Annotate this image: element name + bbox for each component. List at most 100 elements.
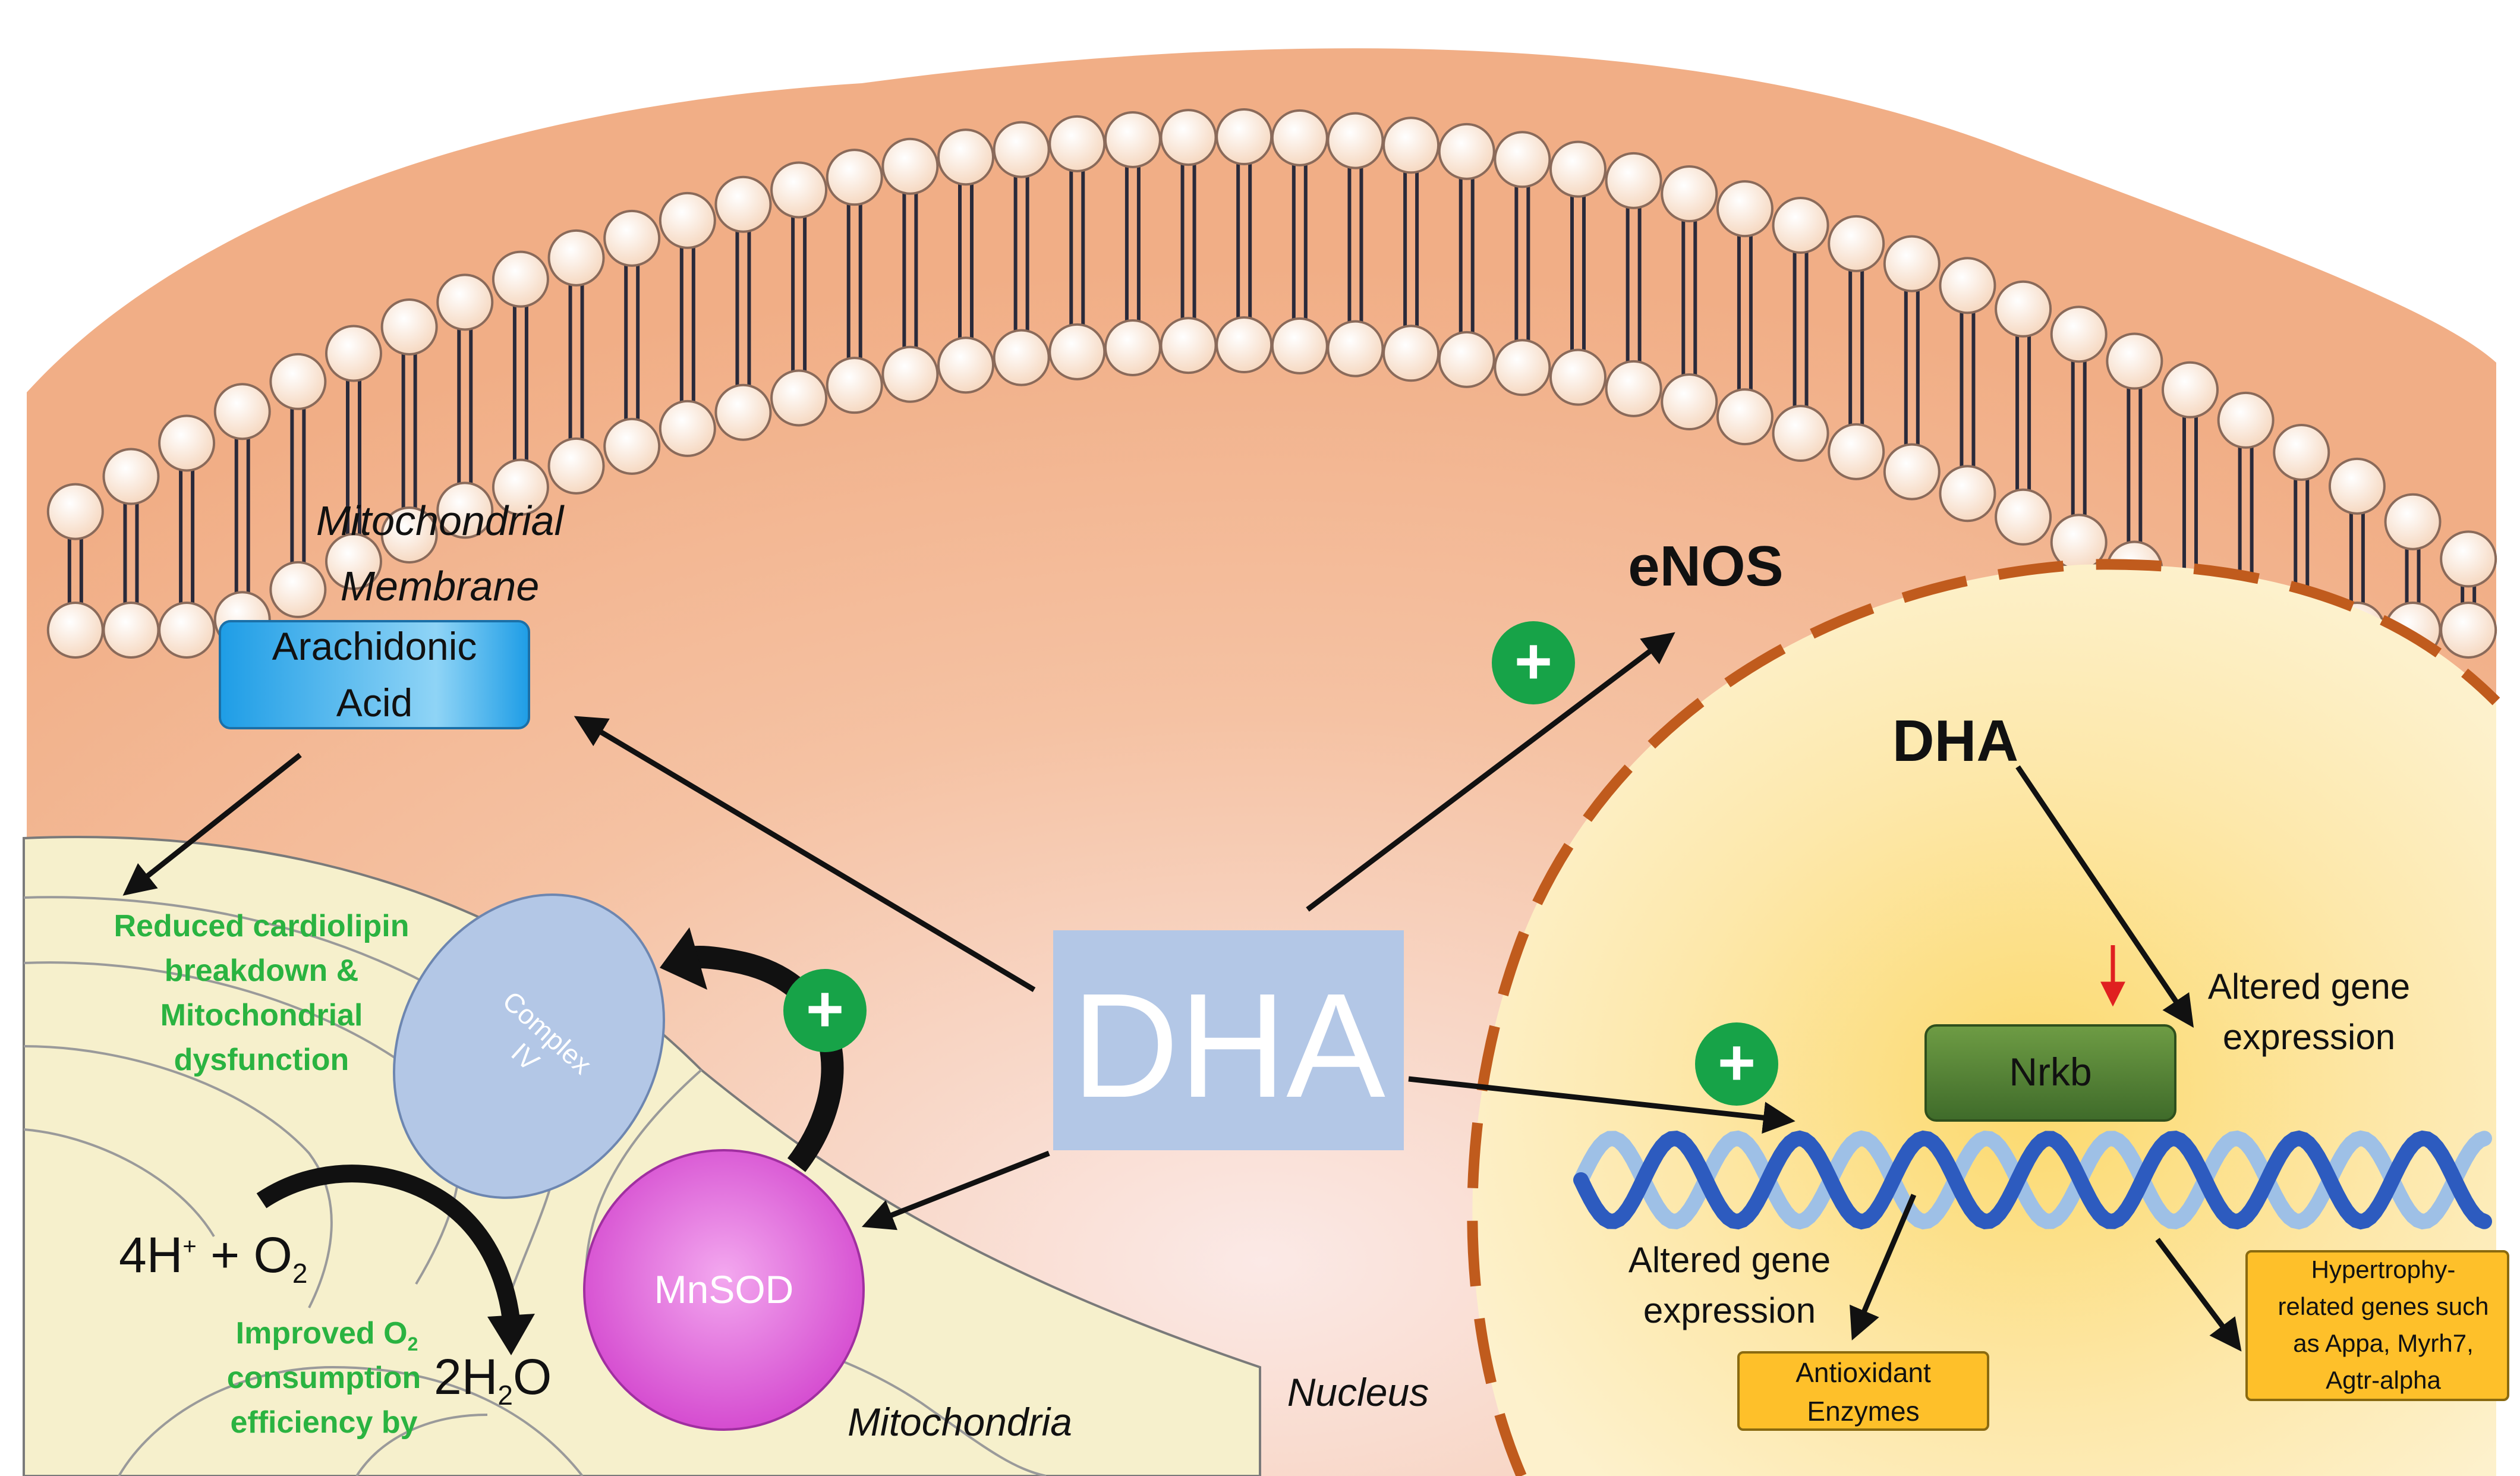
phospholipid [436, 273, 494, 539]
altered-bottom-line1: Altered gene [1628, 1240, 1831, 1280]
phospholipid [102, 448, 160, 659]
lipid-head [1327, 320, 1384, 377]
arrow-dna-to-hypertrophy [2155, 1238, 2242, 1352]
phospholipid [937, 128, 994, 394]
phospholipid [826, 149, 883, 414]
dha-main-label: DHA [1072, 962, 1385, 1128]
plus-sign-nucleus: + [1718, 1026, 1756, 1099]
lipid-head [826, 357, 883, 414]
phospholipid [714, 175, 772, 441]
lipid-head [102, 448, 160, 505]
phospholipid [770, 161, 828, 427]
phospholipid [1271, 109, 1328, 374]
lipid-head [2273, 423, 2330, 481]
phospholipid [1828, 215, 1885, 480]
lipid-head [269, 353, 327, 410]
reaction-arrow [256, 1165, 535, 1355]
lipid-head [826, 149, 883, 206]
lipid-head [1828, 423, 1885, 480]
complex-iv: Complex IV [393, 893, 665, 1199]
lipid-head [603, 417, 661, 475]
phospholipid [1215, 108, 1273, 374]
mnsod: MnSOD [583, 1149, 865, 1431]
phospholipid [1494, 131, 1551, 396]
lipid-head [2440, 602, 2497, 659]
lipid-head [1271, 317, 1328, 374]
altered-top-line1: Altered gene [2208, 967, 2410, 1006]
lipid-head [492, 250, 549, 308]
mitochondrial-membrane-label-line1: Mitochondrial [316, 498, 565, 544]
altered-bottom-line2: expression [1643, 1291, 1816, 1330]
antioxidant-line1: Antioxidant [1796, 1357, 1931, 1388]
improved-line3: efficiency by [230, 1405, 417, 1440]
cardiolipin-line1: Reduced cardiolipin [114, 909, 410, 943]
phospholipid [993, 121, 1050, 386]
arrow-dha-to-enos [1306, 632, 1675, 912]
lipid-head [1939, 465, 1996, 523]
plus-sign-mnsod: + [806, 973, 844, 1046]
phospholipid [492, 250, 549, 516]
plus-circle-mnsod: + [783, 969, 867, 1052]
lipid-head [1995, 488, 2052, 546]
phospholipid [1939, 257, 1996, 523]
phospholipid [46, 483, 104, 659]
lipid-head [1605, 360, 1662, 417]
altered-top-line2: expression [2223, 1017, 2395, 1057]
cardiolipin-line2: breakdown & [165, 953, 359, 988]
lipid-head [1494, 339, 1551, 396]
lipid-head [46, 483, 104, 540]
lipid-head [2217, 391, 2275, 449]
phospholipid [881, 137, 939, 403]
mitochondrial-membrane-label-line2: Membrane [341, 563, 540, 609]
arrow-dha-to-arachidonic [574, 716, 1036, 992]
lipid-head [2328, 457, 2386, 515]
lipid-head [1438, 122, 1495, 180]
lipid-head [1382, 117, 1440, 174]
phospholipid [547, 229, 605, 495]
lipid-head [213, 383, 271, 440]
arachidonic-label-line2: Acid [336, 681, 412, 725]
lipid-head [937, 336, 994, 394]
lipid-head [1772, 405, 1829, 462]
plus-sign-enos: + [1514, 625, 1552, 698]
phospholipid [380, 298, 438, 564]
lipid-bilayer [46, 108, 2497, 659]
lipid-head [436, 481, 494, 539]
dha-center-box: DHA [1053, 930, 1404, 1150]
phospholipid [269, 353, 327, 618]
hypertrophy-genes-box: Hypertrophy- related genes such as Appa,… [2245, 1250, 2509, 1401]
lipid-head [659, 191, 716, 249]
nuclear-envelope [1467, 559, 2500, 1476]
lipid-head [993, 329, 1050, 386]
lipid-head [1215, 108, 1273, 166]
phospholipid [2050, 306, 2108, 571]
hypertrophy-line1: Hypertrophy- [2311, 1255, 2456, 1283]
lipid-head [993, 121, 1050, 178]
lipid-head [937, 128, 994, 186]
lipid-head [881, 137, 939, 195]
lipid-head [2384, 493, 2442, 550]
lipid-head [1661, 373, 1718, 431]
arachidonic-acid-box: Arachidonic Acid [219, 620, 530, 729]
phospholipid [1327, 112, 1384, 377]
dna-helix [1573, 1130, 2492, 1230]
lipid-head [1995, 280, 2052, 338]
lipid-head [492, 458, 549, 516]
phospholipid [1549, 140, 1606, 406]
lipid-head [269, 561, 327, 618]
lipid-head [1883, 443, 1941, 501]
lipid-head [1048, 323, 1106, 380]
phospholipid [1995, 280, 2052, 546]
hypertrophy-line4: Agtr-alpha [2326, 1366, 2441, 1394]
cardiolipin-line3: Mitochondrial [160, 998, 363, 1033]
lipid-head [325, 325, 382, 382]
phospholipid [1438, 122, 1495, 388]
phospholipid [659, 191, 716, 457]
lipid-head [158, 414, 216, 472]
arrow-dha-to-altered-gene [2015, 765, 2194, 1028]
lipid-head [1438, 331, 1495, 388]
lipid-head [547, 437, 605, 495]
mitochondria [23, 836, 1261, 1476]
lipid-head [1215, 316, 1273, 374]
antioxidant-line2: Enzymes [1807, 1396, 1919, 1427]
